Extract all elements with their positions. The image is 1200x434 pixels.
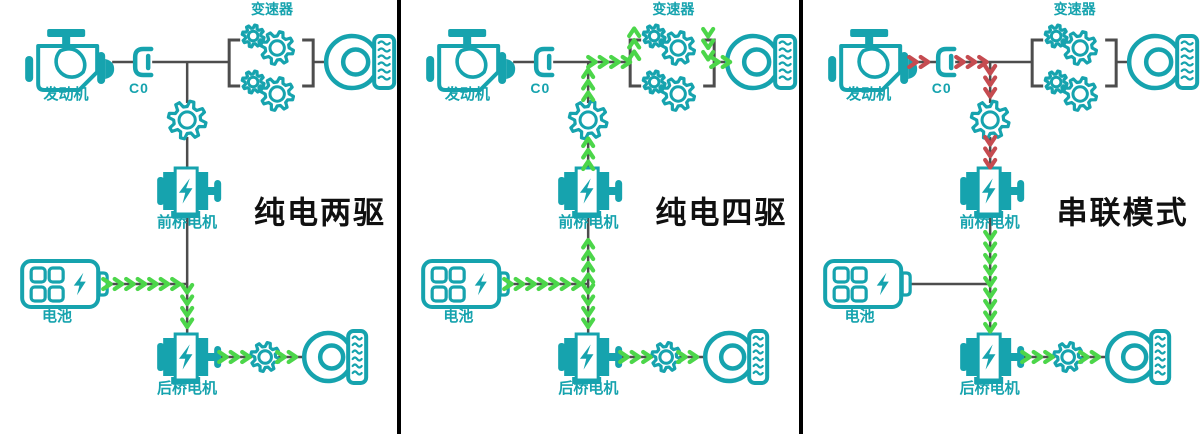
clutch-label: C0	[530, 80, 551, 96]
front-motor-icon	[959, 166, 1024, 218]
powertrain-diagram	[822, 23, 1199, 385]
lightning-bolt-icon	[876, 272, 889, 296]
gear-icon	[660, 30, 697, 66]
rear-reduction-gear-icon	[650, 341, 683, 373]
rear-reduction-gear-icon	[1051, 341, 1084, 373]
transmission-label: 变速器	[251, 1, 293, 17]
power-flow-rear-motor-to-wheel-green-arrows	[618, 349, 700, 365]
rear-wheel-icon	[703, 329, 770, 385]
transmission-label: 变速器	[1053, 1, 1096, 17]
gear-icon	[259, 76, 296, 112]
gear-icon	[1061, 76, 1098, 112]
transmission-gears-icon	[240, 23, 296, 112]
battery-label: 电池	[844, 308, 875, 325]
power-flow-front-motor-to-top-junction-green-arrows	[581, 67, 596, 172]
front-wheel-icon	[725, 33, 798, 91]
engine-label: 发动机	[846, 86, 892, 103]
front-motor-label: 前桥电机	[156, 214, 218, 231]
front-motor-icon	[157, 166, 222, 218]
battery-icon	[822, 259, 912, 309]
engine-label: 发动机	[43, 86, 89, 103]
gear-icon	[1043, 23, 1069, 49]
gear-icon	[660, 76, 697, 112]
lightning-bolt-icon	[580, 344, 594, 370]
power-flow-junction-to-rear-motor-green-arrows	[180, 282, 195, 330]
main-reduction-gear-icon	[568, 99, 609, 141]
rear-motor-label: 后桥电机	[558, 380, 619, 397]
transmission-label: 变速器	[652, 1, 695, 17]
power-flow-battery-to-junction-green-arrows	[502, 276, 584, 292]
mode-panel-series: 发动机 C0 变速器 前桥电机 电池 后桥电机 串联模式	[802, 0, 1200, 434]
transmission-gears-icon	[1043, 23, 1098, 112]
power-flow-rear-motor-to-wheel-green-arrows	[1019, 349, 1101, 365]
rear-motor-label: 后桥电机	[156, 380, 218, 397]
power-flow-junction-to-front-motor-green-arrows	[581, 237, 596, 285]
clutch-c0-icon	[534, 46, 555, 78]
engine-label: 发动机	[444, 86, 490, 103]
rear-motor-icon	[558, 332, 623, 384]
mode-panel-ev-2wd: 发动机 C0 变速器 前桥电机 电池 后桥电机 纯电两驱	[0, 0, 398, 434]
power-flow-top-junction-to-front-wheel-green-arrows	[586, 26, 733, 70]
rear-reduction-gear-icon	[249, 341, 282, 373]
front-motor-label: 前桥电机	[959, 214, 1020, 231]
lightning-bolt-icon	[981, 344, 996, 370]
power-flow-top-junction-to-front-motor-red-arrows	[982, 63, 997, 170]
powertrain-diagram	[421, 23, 798, 385]
lightning-bolt-icon	[981, 178, 996, 204]
rear-wheel-icon	[301, 329, 369, 385]
front-wheel-icon	[323, 33, 397, 91]
rear-motor-icon	[157, 332, 222, 384]
battery-icon	[20, 259, 109, 309]
gear-icon	[259, 30, 296, 66]
engine-icon	[426, 29, 516, 92]
lightning-bolt-icon	[178, 344, 193, 370]
power-flow-clutch-to-top-junction-red-arrows	[953, 54, 989, 70]
main-reduction-gear-icon	[969, 99, 1011, 141]
gear-icon	[641, 23, 667, 49]
transmission-gears-icon	[641, 23, 697, 112]
gear-icon	[1061, 30, 1098, 66]
front-wheel-icon	[1126, 33, 1199, 91]
engine-icon	[827, 29, 917, 92]
clutch-label: C0	[129, 80, 149, 96]
gear-icon	[240, 69, 266, 95]
power-flow-junction-to-rear-motor-green-arrows	[581, 282, 596, 330]
front-motor-icon	[558, 166, 623, 218]
battery-icon	[421, 259, 511, 309]
mode-title: 串联模式	[1056, 195, 1189, 231]
gear-icon	[1043, 69, 1069, 95]
engine-icon	[25, 29, 115, 92]
front-motor-label: 前桥电机	[558, 214, 619, 231]
clutch-c0-icon	[935, 46, 957, 78]
lightning-bolt-icon	[475, 272, 488, 296]
gear-icon	[641, 69, 667, 95]
power-flow-rear-motor-to-wheel-green-arrows	[217, 349, 299, 365]
panel-divider	[397, 0, 402, 434]
mode-title: 纯电两驱	[254, 195, 386, 231]
battery-label: 电池	[443, 308, 474, 325]
lightning-bolt-icon	[178, 178, 193, 204]
mode-panel-ev-4wd: 发动机 C0 变速器 前桥电机 电池 后桥电机 纯电四驱	[401, 0, 799, 434]
clutch-label: C0	[931, 80, 952, 96]
panel-divider	[798, 0, 803, 434]
power-flow-battery-to-junction-green-arrows	[101, 276, 182, 292]
powertrain-diagram	[20, 23, 397, 385]
gear-icon	[240, 23, 266, 49]
lightning-bolt-icon	[73, 272, 86, 296]
power-flow-engine-to-clutch-red-arrows	[906, 54, 930, 70]
main-reduction-gear-icon	[166, 99, 208, 141]
lightning-bolt-icon	[580, 178, 594, 204]
mode-title: 纯电四驱	[655, 195, 788, 231]
power-flow-front-motor-to-rear-motor-green-arrows	[982, 229, 997, 334]
rear-wheel-icon	[1104, 329, 1171, 385]
clutch-c0-icon	[132, 46, 154, 78]
battery-label: 电池	[41, 308, 73, 325]
rear-motor-label: 后桥电机	[959, 380, 1020, 397]
rear-motor-icon	[959, 332, 1024, 384]
